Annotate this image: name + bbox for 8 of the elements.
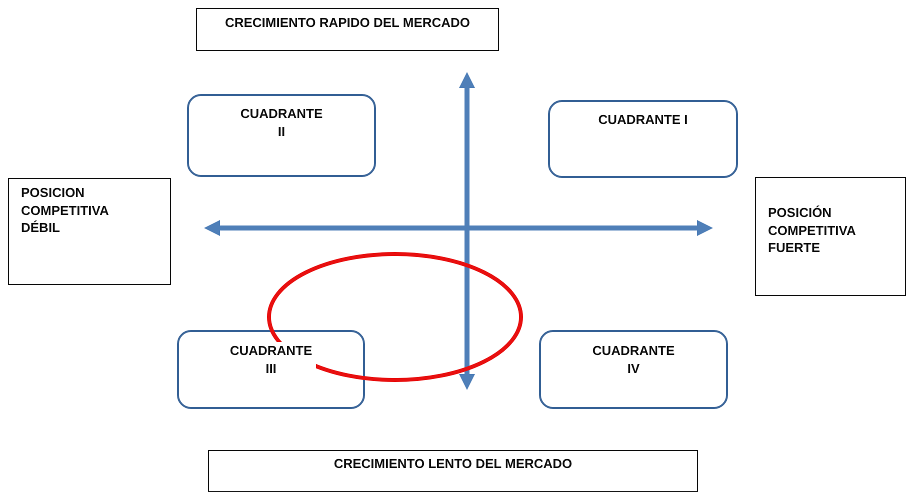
quadrant-box [177,330,365,409]
label-box [8,178,171,285]
label-box [208,450,698,492]
quadrant-box [187,94,376,177]
label-box [755,177,906,296]
quadrant-box [548,100,738,178]
label-box [196,8,499,51]
quadrant-box [539,330,728,409]
